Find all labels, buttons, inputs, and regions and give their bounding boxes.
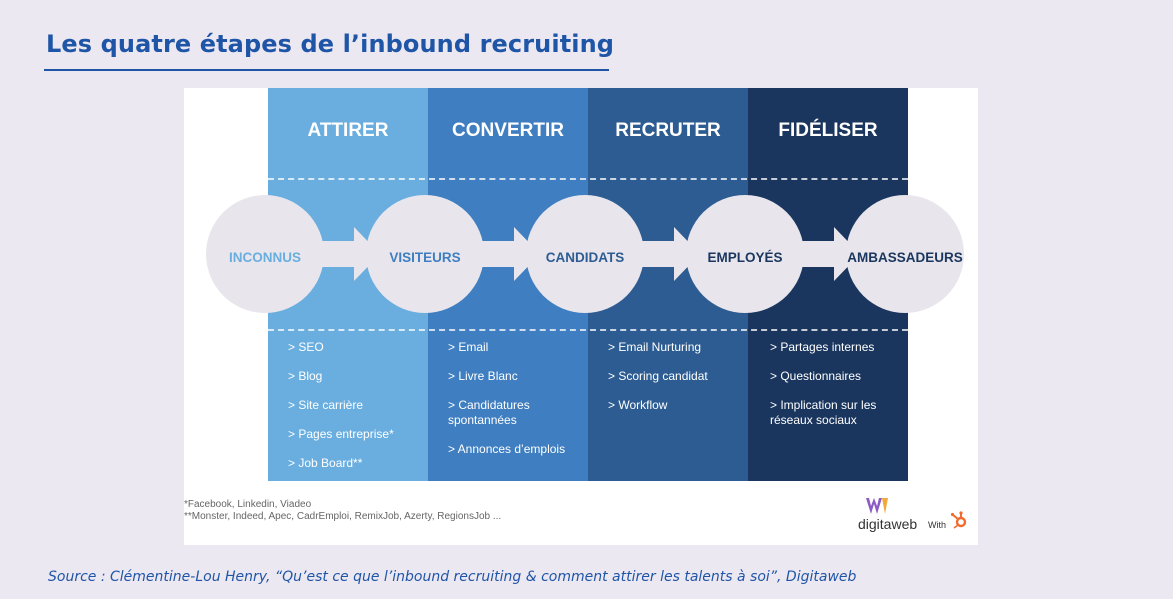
stage-label: CANDIDATS [545,250,625,265]
stage-circle-employes [686,195,804,313]
list-item: > Implication sur les réseaux sociaux [770,398,877,427]
list-item: > Candidatures spontannées [448,398,530,427]
logo-brand-text: digitaweb [858,516,918,532]
column-header: ATTIRER [307,120,389,141]
list-item: > Scoring candidat [608,369,708,383]
stage-label: AMBASSADEURS [847,250,963,265]
arrow-icon [320,227,380,281]
list-item: > Workflow [608,398,668,412]
digitaweb-mark-icon [866,498,888,514]
list-item: > Email Nurturing [608,340,702,354]
footnote-jobboards: **Monster, Indeed, Apec, CadrEmploi, Rem… [184,511,502,522]
column-items-recruter: > Email Nurturing > Scoring candidat > W… [608,340,744,427]
column-items-fideliser: > Partages internes > Questionnaires > I… [770,340,904,442]
logo-with-text: With [928,520,946,530]
source-caption: Source : Clémentine-Lou Henry, “Qu’est c… [48,569,857,585]
stage-label: INCONNUS [228,250,301,265]
bottom-dashed-separator [268,329,908,331]
list-item: > Job Board** [288,456,363,470]
stage-label: EMPLOYÉS [707,250,783,265]
list-item: > Partages internes [770,340,875,354]
list-item: > Annonces d’emplois [448,442,566,456]
list-item: > SEO [288,340,324,354]
arrow-icon [640,227,700,281]
list-item: > Pages entreprise* [288,427,394,441]
column-items-convertir: > Email > Livre Blanc > Candidatures spo… [448,340,584,471]
list-item: > Questionnaires [770,369,862,383]
stage-circle-candidats [526,195,644,313]
column-header: RECRUTER [615,120,721,141]
digitaweb-logo: digitaweb With [858,496,968,536]
arrow-icon [480,227,540,281]
stage-label: VISITEURS [389,250,461,265]
list-item: > Blog [288,369,323,383]
stage-circle-inconnus [206,195,324,313]
column-header: CONVERTIR [452,120,564,141]
list-item: > Site carrière [288,398,364,412]
column-items-attirer: > SEO > Blog > Site carrière > Pages ent… [288,340,420,485]
hubspot-icon [950,511,967,529]
title-divider [44,69,609,71]
list-item: > Livre Blanc [448,369,518,383]
stage-circle-visiteurs [366,195,484,313]
list-item: > Email [448,340,489,354]
arrow-icon [800,227,860,281]
inbound-recruiting-diagram: ATTIRER CONVERTIR RECRUTER FIDÉLISER INC… [184,88,978,545]
stage-circle-ambassadeurs [846,195,964,313]
top-dashed-separator [268,178,908,180]
footnote-social: *Facebook, Linkedin, Viadeo [184,499,312,510]
page-title: Les quatre étapes de l’inbound recruitin… [46,30,615,58]
column-header: FIDÉLISER [778,120,878,141]
